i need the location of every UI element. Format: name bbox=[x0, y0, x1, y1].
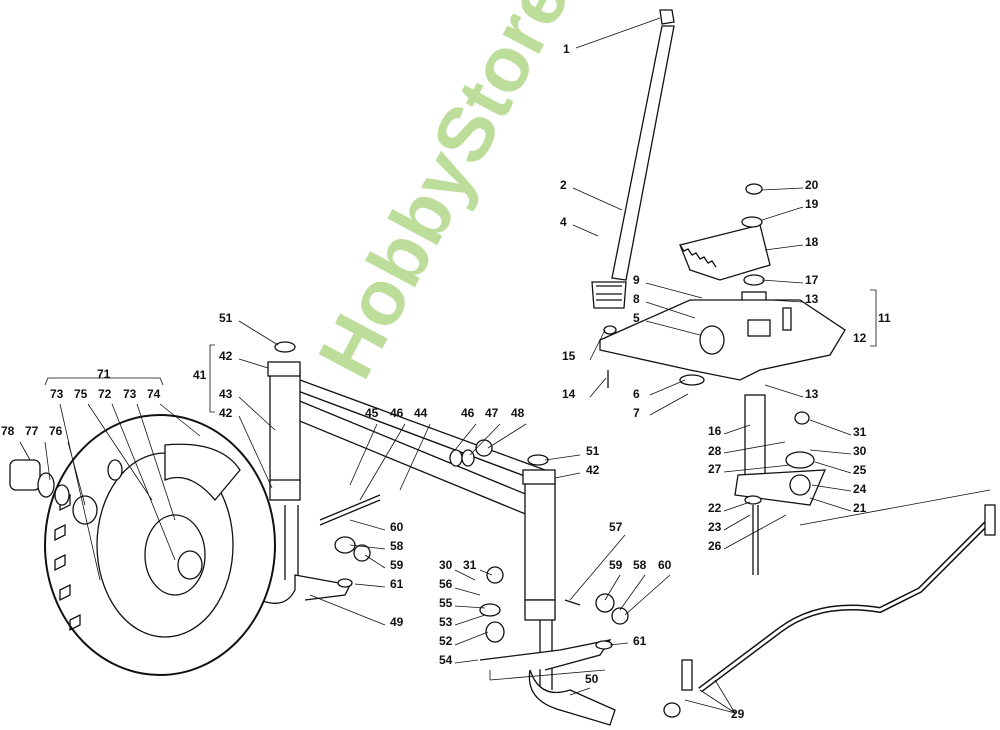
part-label: 58 bbox=[390, 539, 404, 553]
part-label: 61 bbox=[390, 577, 404, 591]
part-label: 76 bbox=[49, 424, 63, 438]
part-label: 61 bbox=[633, 634, 647, 648]
part-label: 46 bbox=[390, 406, 404, 420]
part-label: 44 bbox=[414, 406, 428, 420]
part-label: 30 bbox=[439, 558, 453, 572]
part-label: 23 bbox=[708, 520, 722, 534]
part-label: 46 bbox=[461, 406, 475, 420]
part-label: 2 bbox=[560, 178, 567, 192]
part-label: 22 bbox=[708, 501, 722, 515]
part-label: 18 bbox=[805, 235, 819, 249]
part-label: 59 bbox=[609, 558, 623, 572]
part-label: 42 bbox=[586, 463, 600, 477]
part-label: 78 bbox=[1, 424, 15, 438]
right-spindle bbox=[479, 639, 616, 726]
part-label: 50 bbox=[585, 672, 599, 686]
part-label: 30 bbox=[853, 444, 867, 458]
part-label: 21 bbox=[853, 501, 867, 515]
part-label: 54 bbox=[439, 653, 453, 667]
part-label: 9 bbox=[633, 273, 640, 287]
part-label: 43 bbox=[219, 387, 233, 401]
part-label: 29 bbox=[731, 707, 745, 721]
part-label: 74 bbox=[147, 387, 161, 401]
part-label: 31 bbox=[463, 558, 477, 572]
front-wheel bbox=[44, 414, 276, 676]
part-label: 12 bbox=[853, 331, 867, 345]
part-label: 4 bbox=[560, 215, 567, 229]
part-label: 25 bbox=[853, 463, 867, 477]
part-label: 55 bbox=[439, 596, 453, 610]
part-label: 42 bbox=[219, 349, 233, 363]
part-label: 20 bbox=[805, 178, 819, 192]
fasteners bbox=[274, 341, 629, 650]
part-label: 6 bbox=[633, 387, 640, 401]
part-label: 28 bbox=[708, 444, 722, 458]
part-label: 75 bbox=[74, 387, 88, 401]
tie-rod bbox=[663, 504, 996, 718]
part-label: 26 bbox=[708, 539, 722, 553]
part-label: 58 bbox=[633, 558, 647, 572]
part-label: 60 bbox=[390, 520, 404, 534]
part-label: 15 bbox=[562, 349, 576, 363]
part-label: 5 bbox=[633, 311, 640, 325]
part-label: 48 bbox=[511, 406, 525, 420]
part-label: 73 bbox=[50, 387, 64, 401]
steering-plate bbox=[599, 299, 846, 388]
leader-lines bbox=[19, 17, 991, 714]
wheel-bearings bbox=[9, 459, 123, 525]
part-label: 8 bbox=[633, 292, 640, 306]
part-label: 31 bbox=[853, 425, 867, 439]
pitman-arm bbox=[734, 394, 827, 575]
part-label: 11 bbox=[878, 311, 891, 325]
part-label: 27 bbox=[708, 462, 722, 476]
part-label: 49 bbox=[390, 615, 404, 629]
part-label: 19 bbox=[805, 197, 819, 211]
part-label: 13 bbox=[805, 292, 819, 306]
part-label: 71 bbox=[97, 367, 111, 381]
steering-column bbox=[591, 9, 675, 309]
part-label: 14 bbox=[562, 387, 576, 401]
part-label: 13 bbox=[805, 387, 819, 401]
part-label: 1 bbox=[563, 42, 570, 56]
part-label: 47 bbox=[485, 406, 499, 420]
part-label: 77 bbox=[25, 424, 39, 438]
part-label: 17 bbox=[805, 273, 819, 287]
part-label: 56 bbox=[439, 577, 453, 591]
part-label: 7 bbox=[633, 406, 640, 420]
part-label: 52 bbox=[439, 634, 453, 648]
part-label: 59 bbox=[390, 558, 404, 572]
part-label: 24 bbox=[853, 482, 867, 496]
part-label: 60 bbox=[658, 558, 672, 572]
part-label: 51 bbox=[219, 311, 233, 325]
part-label: 45 bbox=[365, 406, 379, 420]
sector-gear bbox=[679, 183, 771, 315]
part-label: 72 bbox=[98, 387, 112, 401]
part-label: 73 bbox=[123, 387, 137, 401]
part-label: 53 bbox=[439, 615, 453, 629]
part-label: 57 bbox=[609, 520, 623, 534]
part-label: 16 bbox=[708, 424, 722, 438]
part-label: 41 bbox=[193, 368, 207, 382]
part-label: 51 bbox=[586, 444, 600, 458]
part-label: 42 bbox=[219, 406, 233, 420]
